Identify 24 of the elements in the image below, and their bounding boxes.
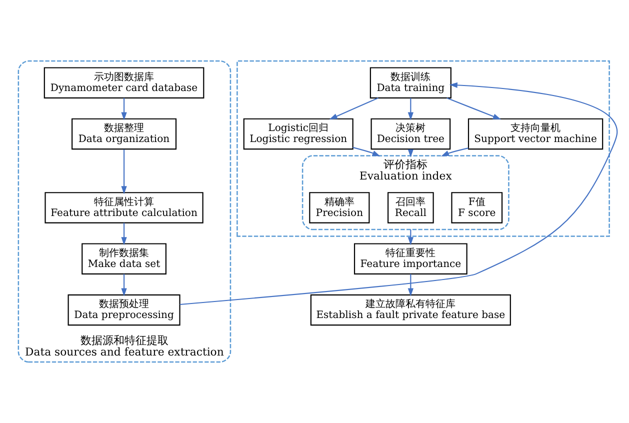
node-box: 特征重要性 Feature importance bbox=[354, 243, 468, 274]
node-box: F值 F score bbox=[451, 192, 503, 224]
arrow bbox=[121, 274, 127, 296]
node-box: 特征属性计算 Feature attribute calculation bbox=[44, 192, 204, 224]
arrow bbox=[121, 222, 127, 246]
arrow bbox=[408, 274, 414, 296]
arrow bbox=[408, 98, 414, 120]
node-box: 召回率 Recall bbox=[388, 192, 434, 224]
node-box: 支持向量机 Support vector machine bbox=[468, 118, 604, 150]
node-box: 数据整理 Data organization bbox=[72, 118, 177, 150]
arrow bbox=[441, 148, 469, 156]
node-box: 精确率 Precision bbox=[309, 192, 370, 224]
arrow bbox=[121, 98, 127, 120]
arrow bbox=[446, 97, 502, 120]
arrow bbox=[329, 98, 378, 120]
arrow bbox=[180, 82, 618, 306]
node-box: 制作数据集 Make data set bbox=[82, 243, 166, 274]
arrow bbox=[121, 149, 127, 194]
node-box: 数据训练 Data training bbox=[370, 67, 452, 98]
node-box: 数据预处理 Data preprocessing bbox=[68, 294, 180, 326]
node-box: Logistic回归 Logistic regression bbox=[243, 118, 354, 150]
node-box: 示功图数据库 Dynamometer card database bbox=[44, 67, 204, 98]
node-box: 建立故障私有特征库 Establish a fault private feature base bbox=[310, 294, 511, 326]
arrow bbox=[352, 146, 380, 156]
